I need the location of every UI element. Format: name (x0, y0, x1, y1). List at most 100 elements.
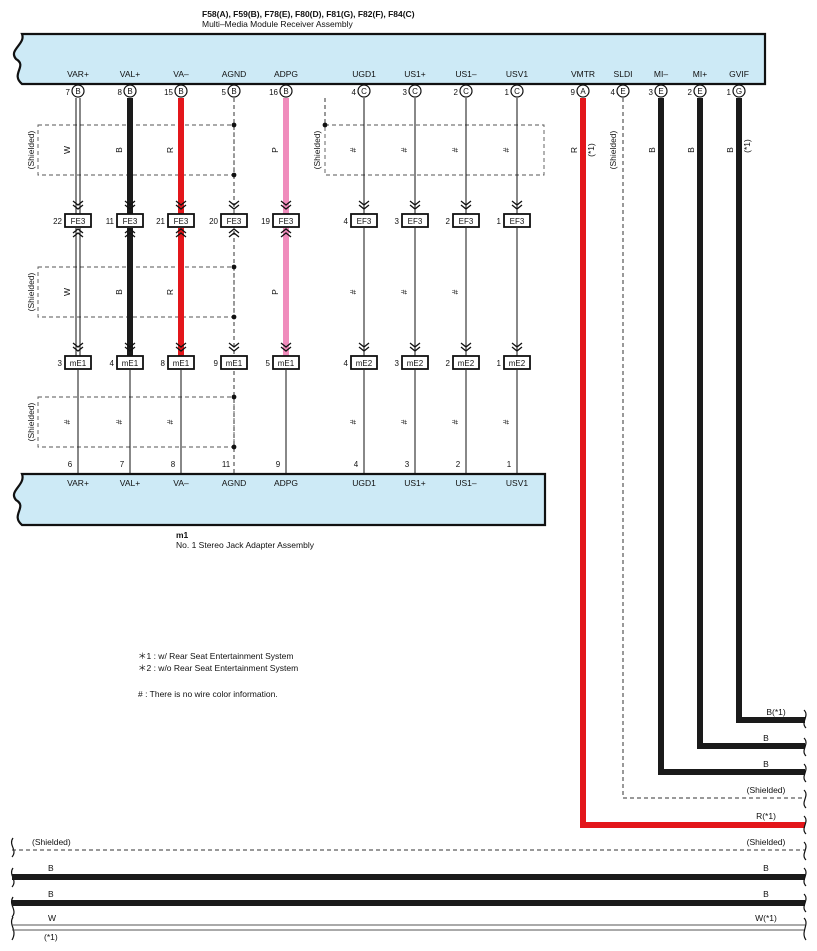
connector-circle (616, 84, 630, 98)
bundle-left-note: (*1) (44, 932, 58, 942)
connector-letter: G (736, 87, 742, 96)
inline-connector-box (167, 213, 195, 228)
inline-connector-name: FE3 (123, 217, 138, 226)
top-pin-label: MI+ (693, 69, 707, 79)
top-pin-label: US1– (455, 69, 477, 79)
inline-connector-box (350, 213, 378, 228)
bottom-pin-number: 9 (276, 460, 281, 469)
inline-connector-pin: 2 (446, 217, 451, 226)
shielded-label-4: (Shielded) (26, 402, 36, 441)
wire-color-label: # (114, 419, 124, 424)
chevron-mark (280, 228, 292, 238)
connector-letter: C (514, 87, 520, 96)
output-label-gvif: B(*1) (766, 707, 786, 717)
connector-letter: C (463, 87, 469, 96)
inline-connector-name: FE3 (71, 217, 86, 226)
inline-connector-name: EF3 (357, 217, 372, 226)
inline-connector-box (116, 213, 144, 228)
bottom-pin-number: 3 (405, 460, 410, 469)
bundle-left-label-b1: B (48, 863, 54, 873)
wire-color-mi-plus: B (686, 147, 696, 153)
wire-color-label: # (399, 419, 409, 424)
jack-adapter-name: No. 1 Stereo Jack Adapter Assembly (176, 540, 315, 550)
wire-color-label: # (450, 289, 460, 294)
top-pin-number: 7 (66, 88, 71, 97)
top-pin-number: 9 (571, 88, 576, 97)
chevron-mark (124, 200, 136, 210)
connector-letter: B (75, 87, 80, 96)
wire-color-label: P (270, 289, 280, 295)
wire-color-label: B (114, 147, 124, 153)
inline-connector-name: mE1 (226, 359, 243, 368)
inline-connector-pin: 9 (214, 359, 219, 368)
inline-connector-box (220, 355, 248, 370)
top-pin-number: 15 (164, 88, 173, 97)
jack-adapter-panel (13, 472, 547, 527)
inline-connector-pin: 8 (161, 359, 166, 368)
top-pin-number: 1 (505, 88, 510, 97)
inline-connector-box (452, 213, 480, 228)
inline-connector-name: EF3 (510, 217, 525, 226)
chevron-mark (72, 228, 84, 238)
chevron-mark (511, 200, 523, 210)
bottom-pin-label: US1– (455, 478, 477, 488)
wire-color-label: # (348, 147, 358, 152)
inline-connector-box (272, 355, 300, 370)
wire-color-label: W (62, 146, 72, 154)
top-pin-number: 3 (403, 88, 408, 97)
bottom-pin-label: AGND (222, 478, 247, 488)
connector-circle (459, 84, 473, 98)
wire-color-label: R (165, 147, 175, 153)
top-pin-number: 2 (454, 88, 459, 97)
connector-circle (174, 84, 188, 98)
inline-connector-pin: 4 (344, 217, 349, 226)
output-label-mi-minus: B (763, 759, 769, 769)
top-pin-label: VAL+ (120, 69, 140, 79)
connector-circle (408, 84, 422, 98)
inline-connector-pin: 20 (209, 217, 218, 226)
inline-connector-name: mE1 (278, 359, 295, 368)
connector-letter: E (658, 87, 663, 96)
inline-connector-name: FE3 (174, 217, 189, 226)
top-pin-number: 4 (352, 88, 357, 97)
junction-dot (231, 172, 237, 178)
connector-letter: C (361, 87, 367, 96)
chevron-mark (72, 342, 84, 352)
receiver-assembly-panel (13, 32, 767, 86)
inline-connector-pin: 5 (266, 359, 271, 368)
wire-color-gvif: B (725, 147, 735, 153)
legend-note-1: ＊1 : w/ Rear Seat Entertainment System (138, 651, 293, 661)
chevron-mark (358, 342, 370, 352)
bottom-pin-number: 1 (507, 460, 512, 469)
bottom-pin-number: 7 (120, 460, 125, 469)
bundle-right-label-b1: B (763, 863, 769, 873)
wire-color-label: P (270, 147, 280, 153)
wire-color-label: # (348, 289, 358, 294)
legend-note-2: ＊2 : w/o Rear Seat Entertainment System (138, 663, 298, 673)
top-pin-label: SLDI (614, 69, 633, 79)
inline-connector-name: FE3 (227, 217, 242, 226)
wire-label-sldi: (Shielded) (608, 130, 618, 169)
connector-letter: B (231, 87, 236, 96)
assembly-title: Multi–Media Module Receiver Assembly (202, 19, 353, 29)
inline-connector-pin: 3 (395, 217, 400, 226)
connector-letter: B (127, 87, 132, 96)
wire-color-label: # (165, 419, 175, 424)
inline-connector-pin: 22 (53, 217, 62, 226)
top-pin-label: UGD1 (352, 69, 376, 79)
top-pin-label: MI– (654, 69, 668, 79)
connector-letter: E (620, 87, 625, 96)
top-pin-number: 16 (269, 88, 278, 97)
connector-circle (654, 84, 668, 98)
bottom-pin-number: 8 (171, 460, 176, 469)
inline-connector-pin: 2 (446, 359, 451, 368)
bottom-pin-number: 2 (456, 460, 461, 469)
shielded-label-3: (Shielded) (26, 272, 36, 311)
chevron-mark (228, 342, 240, 352)
wire-color-label: B (114, 289, 124, 295)
inline-connector-pin: 11 (106, 217, 115, 226)
inline-connector-box (64, 355, 92, 370)
inline-connector-pin: 1 (497, 359, 502, 368)
inline-connector-name: mE2 (458, 359, 475, 368)
